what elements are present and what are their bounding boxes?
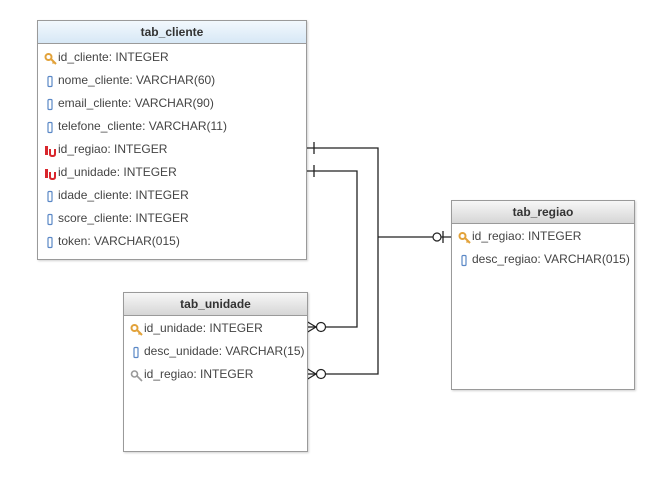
column-label: email_cliente: VARCHAR(90) [58,96,214,110]
column-label: id_cliente: INTEGER [58,50,169,64]
table-title-tab-unidade: tab_unidade [124,293,307,316]
table-title-tab-cliente: tab_cliente [38,21,306,44]
cardinality-many-mark-circle [315,321,327,333]
foreign-key-gray-icon [130,368,144,382]
column-icon [44,74,58,88]
table-column-row[interactable]: desc_regiao: VARCHAR(015) [452,248,634,271]
table-column-row[interactable]: desc_unidade: VARCHAR(15) [124,340,307,363]
relationship-cliente-regiao-to-unidade [305,147,379,375]
column-icon [44,189,58,203]
column-icon [44,120,58,134]
foreign-key-icon [44,143,58,158]
table-tab-regiao[interactable]: tab_regiao id_regiao: INTEGER desc_regiao… [451,200,635,390]
column-label: id_unidade: INTEGER [144,321,263,335]
column-label: id_regiao: INTEGER [144,367,254,381]
table-column-row[interactable]: id_unidade: INTEGER [124,317,307,340]
column-label: id_unidade: INTEGER [58,165,177,179]
table-columns: id_regiao: INTEGER desc_regiao: VARCHAR(0… [452,224,634,271]
table-column-row[interactable]: id_regiao: INTEGER [452,225,634,248]
foreign-key-icon [44,166,58,181]
column-icon [44,212,58,226]
table-column-row[interactable]: email_cliente: VARCHAR(90) [38,92,306,115]
table-column-row[interactable]: telefone_cliente: VARCHAR(11) [38,115,306,138]
column-label: id_regiao: INTEGER [472,229,582,243]
column-label: id_regiao: INTEGER [58,142,168,156]
column-label: idade_cliente: INTEGER [58,188,189,202]
table-tab-unidade[interactable]: tab_unidade id_unidade: INTEGER desc_unid… [123,292,308,452]
column-label: desc_regiao: VARCHAR(015) [472,252,630,266]
column-label: score_cliente: INTEGER [58,211,189,225]
key-icon [458,230,472,244]
column-icon [44,235,58,249]
column-label: token: VARCHAR(015) [58,234,180,248]
column-icon [458,253,472,267]
table-tab-cliente[interactable]: tab_cliente id_cliente: INTEGER nome_clie… [37,20,307,260]
column-label: telefone_cliente: VARCHAR(11) [58,119,227,133]
table-column-row[interactable]: id_unidade: INTEGER [38,161,306,184]
key-icon [130,322,144,336]
column-icon [130,345,144,359]
table-columns: id_unidade: INTEGER desc_unidade: VARCHAR… [124,316,307,386]
column-label: nome_cliente: VARCHAR(60) [58,73,216,87]
table-column-row[interactable]: nome_cliente: VARCHAR(60) [38,69,306,92]
cardinality-zero-mark [432,232,442,242]
cardinality-many-mark-circle [315,368,327,380]
table-column-row[interactable]: id_cliente: INTEGER [38,46,306,69]
table-column-row[interactable]: id_regiao: INTEGER [38,138,306,161]
table-column-row[interactable]: score_cliente: INTEGER [38,207,306,230]
relationship-cliente-unidade [305,170,358,328]
column-icon [44,97,58,111]
key-icon [44,51,58,65]
table-column-row[interactable]: token: VARCHAR(015) [38,230,306,253]
table-columns: id_cliente: INTEGER nome_cliente: VARCHAR… [38,44,306,253]
table-column-row[interactable]: idade_cliente: INTEGER [38,184,306,207]
table-column-row[interactable]: id_regiao: INTEGER [124,363,307,386]
table-title-tab-regiao: tab_regiao [452,201,634,224]
column-label: desc_unidade: VARCHAR(15) [144,344,305,358]
